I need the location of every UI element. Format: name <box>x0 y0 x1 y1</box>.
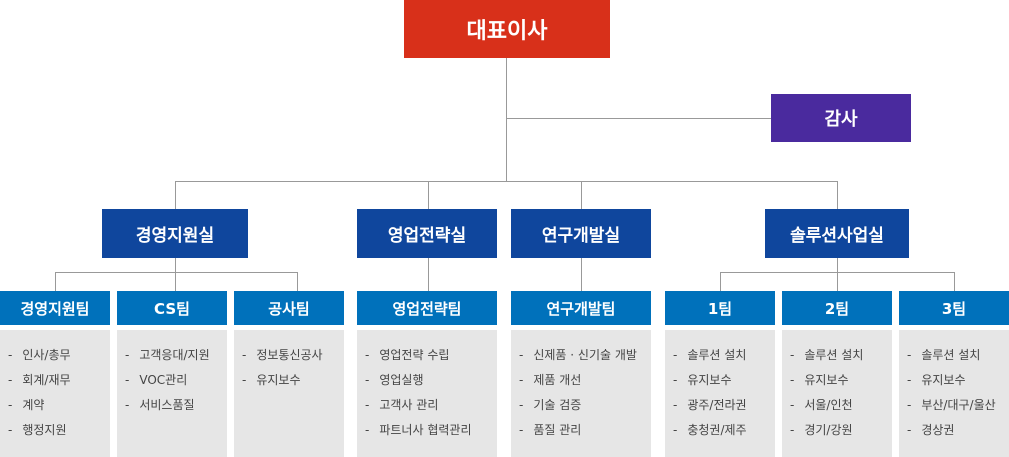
connector <box>720 272 955 273</box>
division-sales-strategy: 영업전략실 <box>357 209 497 258</box>
connector <box>55 272 56 291</box>
team-header: 연구개발팀 <box>511 291 651 325</box>
duty-item: 정보통신공사 <box>242 343 344 368</box>
audit-box: 감사 <box>771 94 911 142</box>
connector <box>506 118 771 119</box>
connector <box>175 181 176 209</box>
connector <box>175 181 838 182</box>
duty-item: 기술 검증 <box>519 393 651 418</box>
connector <box>720 272 721 291</box>
division-rnd: 연구개발실 <box>511 209 651 258</box>
duty-item: 영업실행 <box>365 368 497 393</box>
duty-item: 제품 개선 <box>519 368 651 393</box>
connector <box>428 181 429 209</box>
duty-item: 부산/대구/울산 <box>907 393 1009 418</box>
duty-item: 충청권/제주 <box>673 418 775 443</box>
team-duties: 정보통신공사유지보수 <box>234 330 344 457</box>
duty-item: 영업전략 수립 <box>365 343 497 368</box>
connector <box>428 258 429 291</box>
duty-item: 고객사 관리 <box>365 393 497 418</box>
duty-item: 광주/전라권 <box>673 393 775 418</box>
connector <box>55 272 298 273</box>
connector <box>506 58 507 182</box>
team-header: 1팀 <box>665 291 775 325</box>
team-header: 경영지원팀 <box>0 291 110 325</box>
team-duties: 인사/총무회계/재무계약행정지원 <box>0 330 110 457</box>
team-duties: 영업전략 수립영업실행고객사 관리파트너사 협력관리 <box>357 330 497 457</box>
duty-item: 유지보수 <box>673 368 775 393</box>
duty-item: 솔루션 설치 <box>907 343 1009 368</box>
ceo-box: 대표이사 <box>404 0 610 58</box>
duty-item: VOC관리 <box>125 368 227 393</box>
connector <box>175 258 176 291</box>
team-header: 영업전략팀 <box>357 291 497 325</box>
connector <box>954 272 955 291</box>
team-duties: 솔루션 설치유지보수부산/대구/울산경상권 <box>899 330 1009 457</box>
connector <box>581 258 582 291</box>
duty-item: 유지보수 <box>242 368 344 393</box>
connector <box>297 272 298 291</box>
duty-item: 솔루션 설치 <box>673 343 775 368</box>
duty-item: 경상권 <box>907 418 1009 443</box>
division-solution-business: 솔루션사업실 <box>765 209 909 258</box>
duty-item: 유지보수 <box>907 368 1009 393</box>
duty-item: 파트너사 협력관리 <box>365 418 497 443</box>
team-header: 공사팀 <box>234 291 344 325</box>
team-header: 2팀 <box>782 291 892 325</box>
team-header: CS팀 <box>117 291 227 325</box>
team-duties: 고객응대/지원VOC관리서비스품질 <box>117 330 227 457</box>
duty-item: 서비스품질 <box>125 393 227 418</box>
duty-item: 계약 <box>8 393 110 418</box>
team-duties: 신제품 · 신기술 개발제품 개선기술 검증품질 관리 <box>511 330 651 457</box>
duty-item: 서울/인천 <box>790 393 892 418</box>
team-header: 3팀 <box>899 291 1009 325</box>
duty-item: 유지보수 <box>790 368 892 393</box>
duty-item: 인사/총무 <box>8 343 110 368</box>
connector <box>581 181 582 209</box>
division-management-support: 경영지원실 <box>102 209 248 258</box>
duty-item: 행정지원 <box>8 418 110 443</box>
team-duties: 솔루션 설치유지보수서울/인천경기/강원 <box>782 330 892 457</box>
duty-item: 고객응대/지원 <box>125 343 227 368</box>
duty-item: 솔루션 설치 <box>790 343 892 368</box>
connector <box>837 181 838 209</box>
duty-item: 경기/강원 <box>790 418 892 443</box>
duty-item: 회계/재무 <box>8 368 110 393</box>
duty-item: 품질 관리 <box>519 418 651 443</box>
connector <box>837 258 838 291</box>
duty-item: 신제품 · 신기술 개발 <box>519 343 651 368</box>
team-duties: 솔루션 설치유지보수광주/전라권충청권/제주 <box>665 330 775 457</box>
